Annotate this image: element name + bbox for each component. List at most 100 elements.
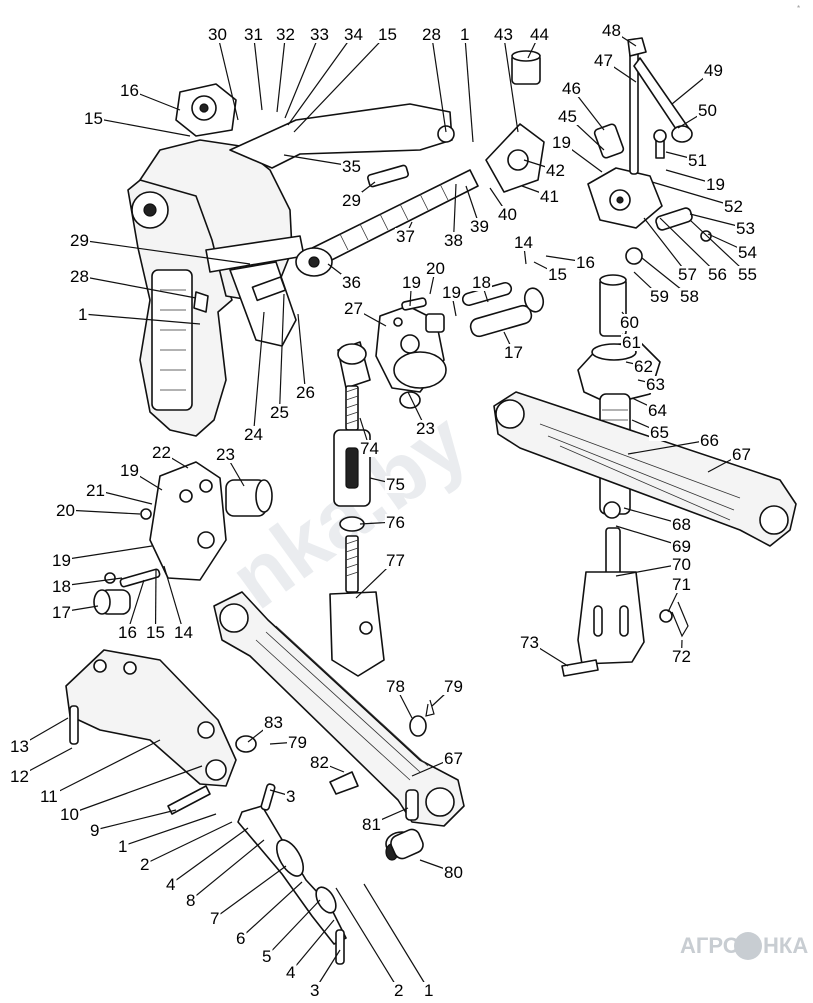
leader-line [278, 293, 285, 413]
callout-number: 72 [672, 647, 691, 666]
callout-number: 23 [216, 445, 235, 464]
callout-bg [649, 288, 670, 305]
callout-82: 82 [309, 753, 345, 773]
callout-number: 15 [146, 623, 165, 642]
callout-bg [89, 822, 101, 839]
callout-number: 43 [494, 25, 513, 44]
callout-19: 19 [119, 461, 163, 491]
callout-number: 62 [634, 357, 653, 376]
bracket-and-pins [375, 281, 545, 409]
lift-rod-upper-assembly [587, 37, 712, 265]
callout-67: 67 [707, 445, 752, 473]
callout-bg [59, 806, 80, 823]
callout-number: 1 [118, 837, 127, 856]
callout-23: 23 [407, 391, 436, 438]
callout-bg [209, 910, 221, 927]
callout-bg [699, 432, 720, 449]
callout-bg [343, 26, 364, 43]
callout-52: 52 [651, 181, 744, 216]
callout-number: 49 [704, 61, 723, 80]
callout-bg [601, 22, 622, 39]
callout-bg [359, 440, 380, 457]
callout-bg [671, 516, 692, 533]
callout-14: 14 [513, 233, 534, 265]
callout-bg [309, 26, 330, 43]
callout-bg [443, 232, 464, 249]
callout-number: 11 [40, 787, 58, 806]
leader-line [65, 509, 141, 515]
callout-59: 59 [633, 271, 670, 306]
callout-number: 60 [620, 313, 639, 332]
callout-bg [723, 198, 744, 215]
leader-line [627, 439, 710, 455]
callout-44: 44 [527, 25, 550, 59]
callout-bg [645, 376, 666, 393]
callout-number: 23 [416, 419, 435, 438]
callout-53: 53 [689, 213, 756, 238]
leader-line [452, 183, 457, 241]
callout-77: 77 [355, 551, 406, 599]
leader-line [430, 33, 447, 133]
callout-8: 8 [185, 839, 265, 910]
callout-61: 61 [621, 333, 642, 352]
callout-bg [173, 624, 194, 641]
callout-number: 30 [208, 25, 227, 44]
leader-line [154, 569, 157, 633]
leader-line [144, 821, 233, 865]
callout-bg [679, 288, 700, 305]
callout-number: 40 [498, 205, 517, 224]
leader-line [287, 33, 354, 126]
callout-number: 76 [386, 513, 405, 532]
callout-bg [385, 678, 406, 695]
callout-number: 29 [342, 191, 361, 210]
callout-number: 79 [288, 733, 307, 752]
callout-70: 70 [615, 555, 692, 577]
callout-number: 56 [708, 265, 727, 284]
callout-number: 1 [460, 25, 469, 44]
leader-line [659, 217, 718, 275]
callout-number: 19 [442, 283, 461, 302]
callout-number: 4 [286, 963, 295, 982]
callout-78: 78 [385, 677, 413, 719]
callout-bg [287, 734, 308, 751]
callout-number: 80 [444, 863, 463, 882]
callout-number: 13 [10, 737, 29, 756]
callout-55: 55 [689, 219, 758, 284]
callout-number: 58 [680, 287, 699, 306]
callout-number: 52 [724, 197, 743, 216]
callout-bg [285, 788, 297, 805]
callout-6: 6 [235, 881, 303, 948]
callout-bg [619, 314, 640, 331]
callout-bg [633, 358, 654, 375]
callout-number: 16 [118, 623, 137, 642]
callout-58: 58 [641, 257, 700, 306]
callout-bg [737, 266, 758, 283]
callout-number: 48 [602, 21, 621, 40]
callout-number: 45 [558, 107, 577, 126]
callout-bg [215, 446, 236, 463]
callout-14: 14 [163, 565, 194, 642]
callout-number: 28 [70, 267, 89, 286]
callout-56: 56 [659, 217, 728, 284]
callout-31: 31 [243, 25, 264, 111]
callout-bg [503, 344, 524, 361]
callout-bg [85, 482, 106, 499]
callout-bg [77, 306, 89, 323]
leader-line [266, 899, 321, 957]
right-lift-rod-and-link [493, 274, 797, 677]
callout-20: 20 [55, 501, 141, 520]
callout-number: 67 [732, 445, 751, 464]
callout-bg [671, 648, 692, 665]
callout-bg [385, 514, 406, 531]
callout-number: 41 [540, 187, 559, 206]
callout-12: 12 [9, 747, 73, 786]
callout-19: 19 [551, 133, 603, 173]
leader-line [82, 313, 201, 325]
callout-number: 70 [672, 555, 691, 574]
callout-bg [309, 754, 330, 771]
callout-number: 44 [530, 25, 549, 44]
callout-bg [295, 384, 316, 401]
callout-9: 9 [89, 809, 177, 840]
callout-bg [69, 232, 90, 249]
callout-number: 3 [310, 981, 319, 1000]
